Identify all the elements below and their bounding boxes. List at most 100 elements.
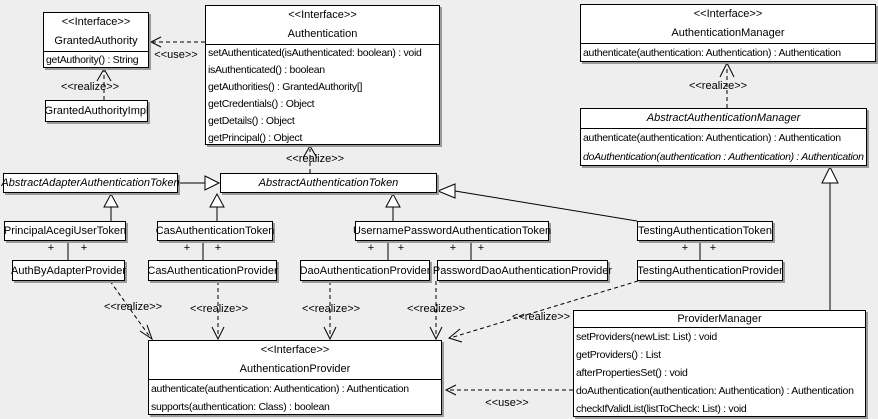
generalization-testingtoken-abstracttoken [454, 190, 638, 222]
method-row: setProviders(newList: List) : void [576, 331, 717, 343]
stereotype-label: <<Interface>> [693, 8, 763, 20]
class-header: AbstractAuthenticationManager [581, 109, 866, 128]
class-authentication[interactable]: <<Interface>> Authentication setAuthenti… [205, 5, 440, 145]
open-arrowhead-icon [96, 68, 112, 82]
association-end-plus-label: + [398, 242, 404, 254]
hollow-triangle-icon [204, 175, 221, 191]
class-granted-authority-impl[interactable]: GrantedAuthorityImpl [45, 100, 148, 122]
open-arrowhead-icon [139, 324, 153, 341]
method-row: authenticate(authentication: Authenticat… [583, 47, 841, 59]
realize-label: <<realize>> [406, 303, 466, 315]
hollow-triangle-icon [103, 192, 119, 208]
association-end-plus-label: + [478, 242, 484, 254]
class-header: ProviderManager [574, 311, 865, 327]
class-name: DaoAuthenticationProvider [299, 264, 431, 277]
association-end-plus-label: + [81, 242, 87, 254]
class-cas-authentication-provider[interactable]: CasAuthenticationProvider [147, 260, 278, 281]
class-name: PrincipalAcegiUserToken [3, 225, 127, 237]
class-name: AuthenticationProvider [239, 363, 351, 375]
open-arrowhead-icon [149, 36, 162, 48]
method-row: doAuthentication(authentication : Authen… [583, 151, 864, 163]
association-end-plus-label: + [215, 242, 221, 254]
class-password-dao-authentication-provider[interactable]: PasswordDaoAuthenticationProvider [432, 260, 613, 281]
association-end-plus-label: + [48, 242, 54, 254]
class-cas-authentication-token[interactable]: CasAuthenticationToken [156, 221, 274, 241]
open-arrowhead-icon [444, 384, 457, 396]
method-compartment: setAuthenticated(isAuthenticated: boolea… [206, 44, 439, 147]
hollow-triangle-icon [209, 192, 225, 208]
open-arrowhead-icon [447, 328, 463, 343]
class-name: CasAuthenticationProvider [147, 264, 278, 277]
class-abstract-authentication-token[interactable]: AbstractAuthenticationToken [220, 173, 437, 193]
hollow-triangle-icon [436, 183, 456, 199]
stereotype-label: <<Interface>> [288, 9, 357, 21]
association-end-plus-label: + [710, 242, 716, 254]
method-row: getCredentials() : Object [208, 98, 315, 110]
class-auth-by-adapter-provider[interactable]: AuthByAdapterProvider [11, 260, 126, 281]
class-abstract-adapter-authentication-token[interactable]: AbstractAdapterAuthenticationToken [1, 173, 180, 193]
hollow-triangle-icon [821, 165, 839, 184]
class-name: PasswordDaoAuthenticationProvider [432, 264, 613, 277]
method-row: getPrincipal() : Object [208, 132, 303, 144]
open-arrowhead-icon [429, 326, 443, 341]
class-name: ProviderManager [677, 313, 762, 325]
realize-label: <<realize>> [301, 303, 361, 315]
use-label: <<use>> [485, 397, 529, 409]
class-name: AbstractAuthenticationToken [258, 177, 399, 189]
class-name: Authentication [287, 28, 358, 40]
method-row: authenticate(authentication: Authenticat… [151, 383, 409, 395]
class-principal-acegi-user-token[interactable]: PrincipalAcegiUserToken [4, 221, 126, 241]
class-testing-authentication-provider[interactable]: TestingAuthenticationProvider [637, 260, 783, 281]
method-compartment: authenticate(authentication: Authenticat… [581, 43, 875, 63]
stereotype-label: <<Interface>> [61, 16, 131, 28]
class-name: AbstractAdapterAuthenticationToken [1, 177, 180, 189]
class-username-password-authentication-token[interactable]: UsernamePasswordAuthenticationToken [352, 221, 552, 241]
method-row: setAuthenticated(isAuthenticated: boolea… [208, 47, 422, 59]
method-row: doAuthentication(authentication: Authent… [576, 385, 854, 397]
association-end-plus-label: + [368, 242, 374, 254]
class-abstract-authentication-manager[interactable]: AbstractAuthenticationManager authentica… [580, 108, 867, 166]
method-row: getDetails() : Object [208, 115, 295, 127]
class-name: TestingAuthenticationProvider [637, 264, 783, 277]
class-testing-authentication-token[interactable]: TestingAuthenticationToken [637, 221, 773, 241]
class-authentication-manager[interactable]: <<Interface>> AuthenticationManager auth… [580, 4, 876, 62]
class-header: <<Interface>> GrantedAuthority [44, 13, 148, 51]
realize-label: <<realize>> [511, 311, 571, 323]
realize-label: <<realize>> [688, 80, 748, 92]
class-granted-authority[interactable]: <<Interface>> GrantedAuthority getAuthor… [43, 12, 149, 68]
association-end-plus-label: + [682, 242, 688, 254]
class-name: AuthByAdapterProvider [11, 264, 126, 277]
class-header: <<Interface>> AuthenticationManager [581, 5, 875, 43]
stereotype-label: <<Interface>> [260, 344, 330, 356]
class-name: TestingAuthenticationToken [638, 225, 772, 237]
open-arrowhead-icon [302, 145, 318, 159]
class-authentication-provider[interactable]: <<Interface>> AuthenticationProvider aut… [148, 340, 442, 415]
class-name: GrantedAuthority [54, 35, 138, 47]
realize-label: <<realize>> [103, 301, 163, 313]
method-row: getProviders() : List [576, 349, 661, 361]
association-end-plus-label: + [184, 242, 190, 254]
method-compartment: authenticate(authentication: Authenticat… [149, 379, 441, 416]
method-row: supports(authentication: Class) : boolea… [151, 401, 330, 413]
method-row: checkIfValidList(listToCheck: List) : vo… [576, 403, 747, 415]
use-label: <<use>> [154, 49, 198, 61]
class-dao-authentication-provider[interactable]: DaoAuthenticationProvider [300, 260, 430, 281]
association-end-plus-label: + [450, 242, 456, 254]
open-arrowhead-icon [719, 61, 735, 78]
class-name: GrantedAuthorityImpl [44, 105, 149, 117]
class-name: AbstractAuthenticationManager [646, 112, 801, 124]
method-row: afterPropertiesSet() : void [576, 367, 688, 379]
hollow-triangle-icon [385, 192, 401, 208]
realize-label: <<realize>> [285, 153, 345, 165]
realize-label: <<realize>> [189, 303, 249, 315]
class-header: <<Interface>> AuthenticationProvider [149, 341, 441, 379]
realize-label: <<realize>> [60, 81, 120, 93]
open-arrowhead-icon [323, 326, 337, 341]
open-arrowhead-icon [211, 326, 225, 341]
method-compartment: getAuthority() : String [44, 51, 148, 69]
method-compartment: setProviders(newList: List) : void getPr… [574, 327, 865, 418]
class-header: <<Interface>> Authentication [206, 6, 439, 44]
class-name: UsernamePasswordAuthenticationToken [352, 225, 552, 237]
method-compartment: authenticate(authentication: Authenticat… [581, 128, 866, 167]
class-provider-manager[interactable]: ProviderManager setProviders(newList: Li… [573, 310, 866, 417]
